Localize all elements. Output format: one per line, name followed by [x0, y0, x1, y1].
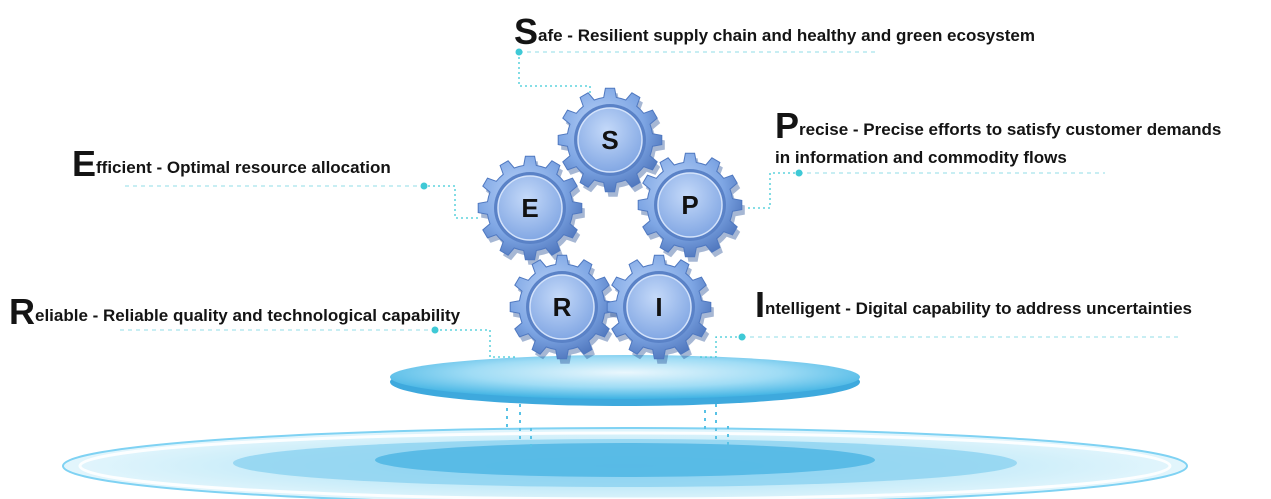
gear-letter-efficient: E	[521, 193, 538, 223]
connector-dot-intelligent	[738, 333, 746, 341]
gear-intelligent: I	[606, 254, 714, 364]
connector-dot-reliable	[431, 326, 439, 334]
gear-letter-reliable: R	[553, 292, 572, 322]
initial-precise: P	[775, 105, 800, 146]
connector-dot-precise	[795, 169, 803, 177]
gear-letter-safe: S	[601, 125, 618, 155]
connector-precise	[748, 172, 800, 209]
gear-safe: S	[557, 87, 665, 197]
connector-intelligent	[700, 336, 742, 358]
top-disc	[390, 355, 860, 406]
initial-intelligent: I	[755, 284, 766, 325]
label-reliable: Reliable - Reliable quality and technolo…	[9, 294, 460, 330]
connector-reliable	[436, 329, 515, 358]
gear-efficient: E	[477, 155, 585, 265]
initial-efficient: E	[72, 143, 97, 184]
light-beams	[506, 404, 729, 448]
label-safe: Safe - Resilient supply chain and health…	[514, 14, 1035, 50]
label-precise: Precise - Precise efforts to satisfy cus…	[775, 108, 1221, 169]
connector-safe	[518, 52, 591, 96]
gear-precise: P	[637, 152, 745, 262]
label-efficient: Efficient - Optimal resource allocation	[72, 146, 391, 182]
text-precise: recise - Precise efforts to satisfy cust…	[799, 120, 1222, 139]
gear-letter-precise: P	[681, 190, 698, 220]
connector-dot-efficient	[420, 182, 428, 190]
initial-reliable: R	[9, 291, 35, 332]
gear-reliable: R	[509, 254, 617, 364]
connector-lines	[120, 48, 1180, 358]
text-precise-line2: in information and commodity flows	[775, 148, 1067, 167]
text-safe: afe - Resilient supply chain and healthy…	[538, 26, 1035, 45]
connector-efficient	[425, 185, 478, 219]
base-platform	[62, 427, 1188, 499]
label-intelligent: Intelligent - Digital capability to addr…	[755, 287, 1192, 323]
gear-letter-intelligent: I	[655, 292, 662, 322]
gear-group: S P E R I	[477, 87, 745, 364]
initial-safe: S	[514, 11, 539, 52]
text-efficient: fficient - Optimal resource allocation	[96, 158, 391, 177]
text-intelligent: ntelligent - Digital capability to addre…	[765, 299, 1192, 318]
connector-dot-safe	[515, 48, 523, 56]
text-reliable: eliable - Reliable quality and technolog…	[35, 306, 461, 325]
